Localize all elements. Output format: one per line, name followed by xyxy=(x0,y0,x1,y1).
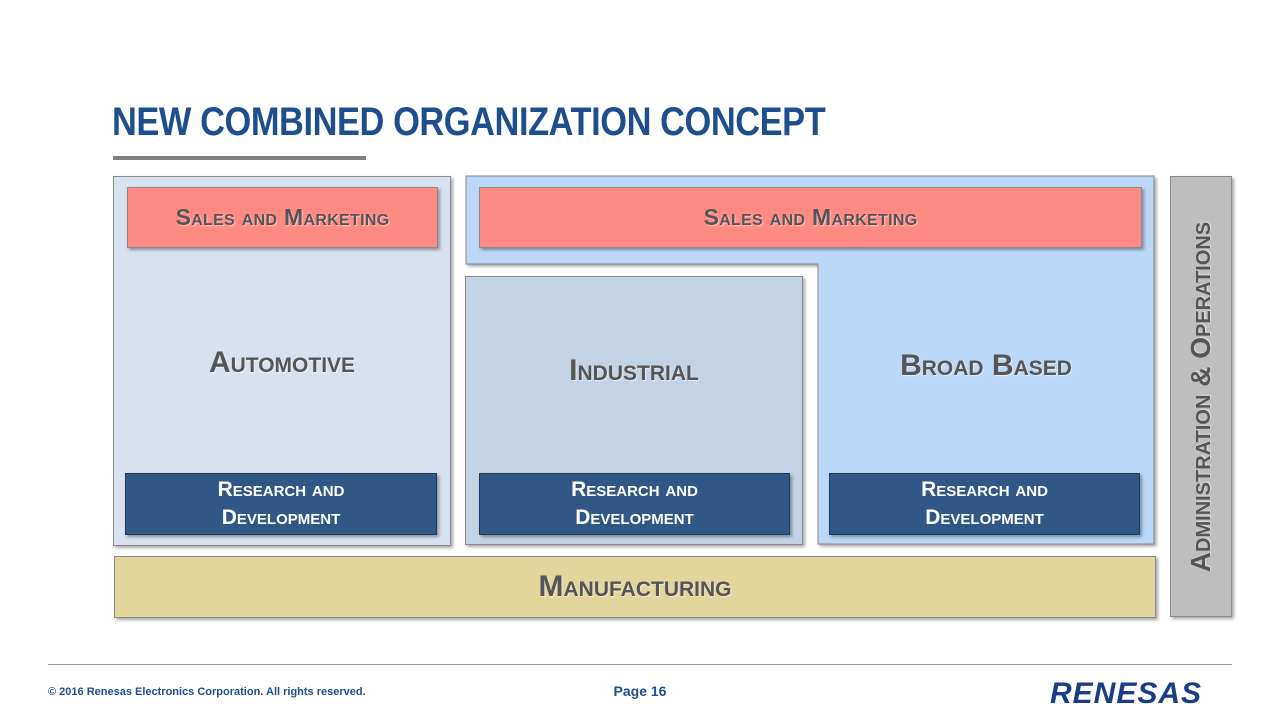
industrial-research-development: Research and Development xyxy=(479,473,790,535)
rnd-line-2: Development xyxy=(221,506,341,529)
page-title: NEW COMBINED ORGANIZATION CONCEPT xyxy=(112,100,826,144)
manufacturing-bar: Manufacturing xyxy=(114,556,1156,618)
renesas-logo-text: RENESAS xyxy=(1050,677,1202,709)
administration-operations-label: Administration & Operations xyxy=(1185,221,1216,572)
automotive-sales-marketing: Sales and Marketing xyxy=(127,187,438,248)
industrial-label: Industrial xyxy=(569,354,699,387)
renesas-logo: RENESAS xyxy=(1050,677,1202,709)
title-underline xyxy=(113,156,366,160)
administration-operations-bar: Administration & Operations xyxy=(1170,176,1232,617)
broad-based-research-development: Research and Development xyxy=(829,473,1140,535)
shared-sales-marketing: Sales and Marketing xyxy=(479,187,1142,248)
automotive-research-development: Research and Development xyxy=(125,473,437,535)
automotive-label: Automotive xyxy=(208,346,356,379)
rnd-line-1: Research and xyxy=(217,478,345,501)
rnd-line-2: Development xyxy=(925,506,1044,529)
page-number: Page 16 xyxy=(613,683,667,699)
rnd-line-1: Research and xyxy=(921,478,1048,501)
rnd-line-2: Development xyxy=(575,506,694,529)
broad-based-label: Broad Based xyxy=(900,349,1072,382)
broad-based-panel xyxy=(465,175,1155,545)
footer-divider xyxy=(48,664,1232,665)
copyright-notice: © 2016 Renesas Electronics Corporation. … xyxy=(48,686,366,698)
rnd-line-1: Research and xyxy=(571,478,698,501)
